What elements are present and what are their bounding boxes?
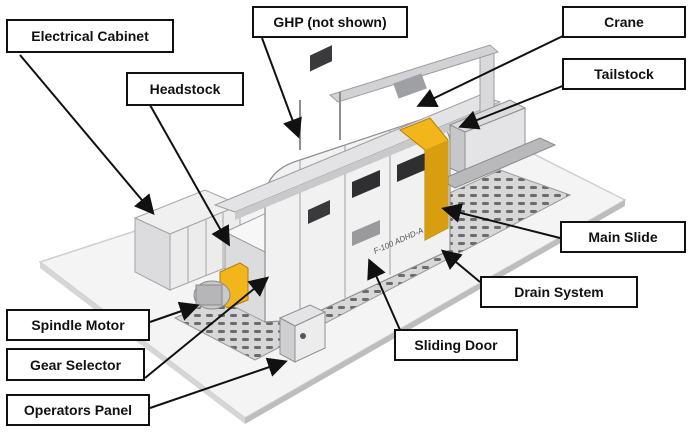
label-crane: Crane [562, 6, 686, 38]
operators-panel [278, 304, 327, 363]
label-drain-system: Drain System [480, 276, 638, 308]
callout-line-electrical-cabinet [19, 54, 155, 216]
label-operators-panel: Operators Panel [6, 394, 150, 426]
label-sliding-door: Sliding Door [394, 329, 518, 361]
callout-line-gear-selector [144, 276, 270, 379]
callout-line-drain-system [440, 249, 481, 283]
label-gear-selector: Gear Selector [6, 348, 145, 381]
callout-line-spindle-motor [149, 301, 200, 323]
callout-line-ghp [261, 37, 302, 139]
label-spindle-motor: Spindle Motor [6, 309, 150, 341]
callout-lines [19, 34, 566, 409]
spindle-motor [193, 280, 231, 310]
label-tailstock: Tailstock [562, 58, 686, 90]
callout-line-tailstock [458, 84, 566, 130]
callout-line-sliding-door [367, 258, 401, 331]
callout-line-operators-panel [149, 357, 288, 409]
callout-line-crane [416, 34, 566, 108]
callout-line-main-slide [441, 203, 561, 239]
label-ghp: GHP (not shown) [252, 6, 408, 38]
label-electrical-cabinet: Electrical Cabinet [6, 19, 174, 53]
label-main-slide: Main Slide [560, 221, 686, 253]
label-headstock: Headstock [126, 72, 244, 106]
callout-line-headstock [149, 104, 230, 247]
